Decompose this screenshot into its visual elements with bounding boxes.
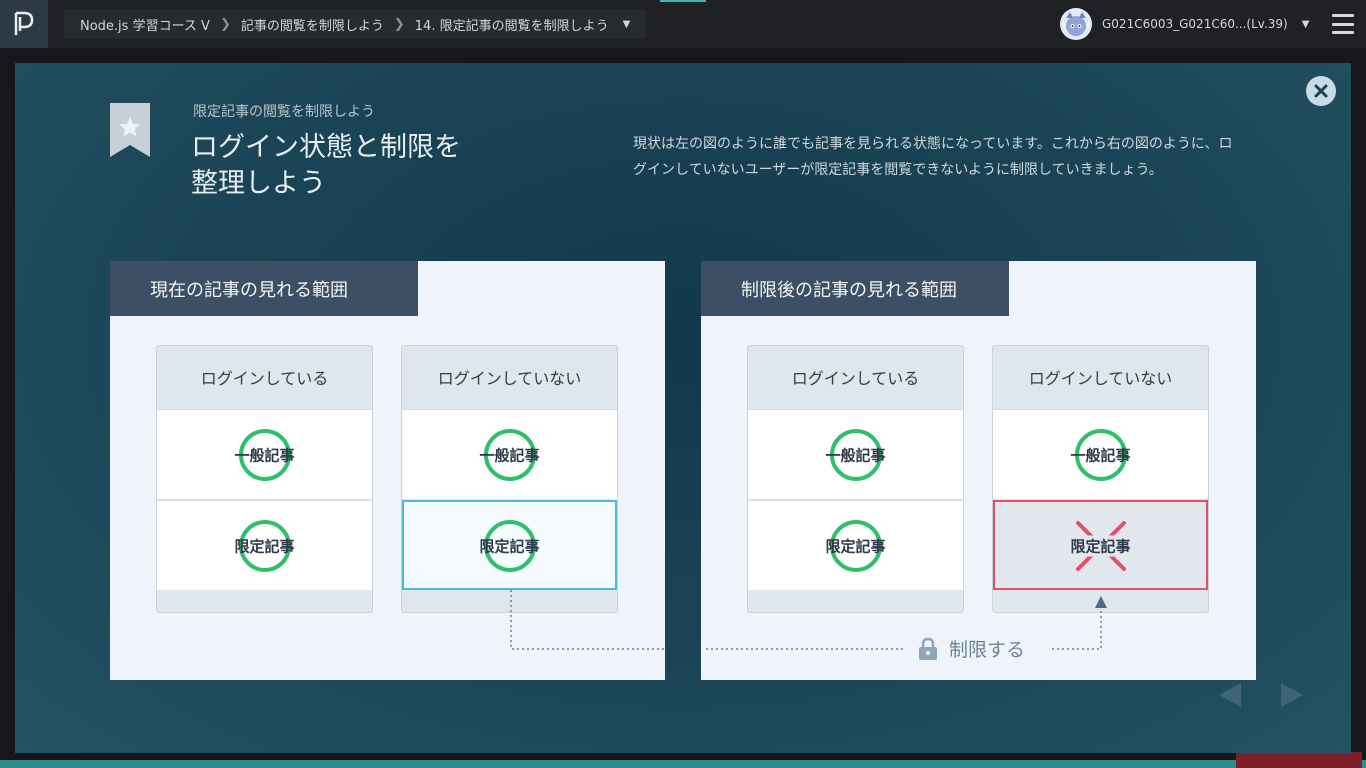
badge-label: 一般記事 <box>479 446 540 464</box>
caret-down-icon[interactable]: ▼ <box>1301 18 1310 30</box>
column-header: ログインしている <box>200 369 329 388</box>
slide-modal: 限定記事の閲覧を制限しよう ログイン状態と制限を 整理しよう 現状は左の図のよう… <box>15 63 1351 753</box>
ok-ring-icon <box>238 428 291 481</box>
badge-label: 一般記事 <box>825 446 886 464</box>
prev-slide-button[interactable] <box>1219 683 1241 707</box>
slide-title: ログイン状態と制限を 整理しよう <box>191 130 511 202</box>
column-logged-out: ログインしていない 一般記事 限定記事 <box>992 345 1209 613</box>
ok-badge: 一般記事 <box>825 428 886 482</box>
limited-article-cell: 限定記事 <box>157 500 372 590</box>
ok-ring-icon <box>829 428 882 481</box>
column-header: ログインしていない <box>437 369 582 388</box>
logo-icon <box>14 11 34 35</box>
general-article-cell: 一般記事 <box>748 409 963 499</box>
page-footer-bar <box>0 760 1366 768</box>
current-access-panel: 現在の記事の見れる範囲 ログインしている 一般記事 限定記事 ログインしていない <box>110 261 665 680</box>
panel-title: 制限後の記事の見れる範囲 <box>701 261 1009 316</box>
general-article-cell: 一般記事 <box>402 409 617 499</box>
close-icon <box>1314 84 1328 98</box>
user-name[interactable]: G021C6003_G021C60...(Lv.39) <box>1102 17 1288 31</box>
ok-ring-icon <box>483 519 536 572</box>
restrict-connector <box>510 590 1107 650</box>
ok-ring-icon <box>1074 428 1127 481</box>
app-logo[interactable] <box>0 0 48 48</box>
column-logged-in: ログインしている 一般記事 限定記事 <box>747 345 964 613</box>
next-slide-button[interactable] <box>1281 683 1303 707</box>
ok-badge: 一般記事 <box>479 428 540 482</box>
top-bar: Node.js 学習コース V ❯ 記事の閲覧を制限しよう ❯ 14. 限定記事… <box>0 0 1366 48</box>
panel-title: 現在の記事の見れる範囲 <box>110 261 418 316</box>
badge-label: 限定記事 <box>1068 535 1133 556</box>
ok-badge: 一般記事 <box>1070 428 1131 482</box>
chevron-right-icon: ❯ <box>219 16 231 32</box>
ok-ring-icon <box>238 519 291 572</box>
badge-label: 限定記事 <box>479 537 540 555</box>
breadcrumb: Node.js 学習コース V ❯ 記事の閲覧を制限しよう ❯ 14. 限定記事… <box>64 9 647 39</box>
column-header: ログインしていない <box>1028 369 1173 388</box>
restrict-label: 制限する <box>949 639 1026 661</box>
general-article-cell: 一般記事 <box>993 409 1208 499</box>
ok-ring-icon <box>829 519 882 572</box>
column-logged-out: ログインしていない 一般記事 限定記事 <box>401 345 618 613</box>
ok-badge: 一般記事 <box>234 428 295 482</box>
breadcrumb-lesson[interactable]: 14. 限定記事の閲覧を制限しよう <box>414 18 609 34</box>
restricted-access-panel: 制限後の記事の見れる範囲 ログインしている 一般記事 限定記事 ログインしていな… <box>701 261 1256 680</box>
breadcrumb-course[interactable]: Node.js 学習コース V <box>80 18 210 34</box>
limited-article-cell-highlighted: 限定記事 <box>402 500 617 590</box>
avatar[interactable] <box>1060 8 1092 40</box>
denied-badge: 限定記事 <box>1068 519 1133 573</box>
badge-label: 限定記事 <box>234 537 295 555</box>
column-header: ログインしている <box>791 369 920 388</box>
limited-article-cell-denied: 限定記事 <box>993 500 1208 590</box>
menu-icon[interactable] <box>1332 14 1354 34</box>
lock-icon <box>919 637 937 660</box>
ok-badge: 限定記事 <box>825 519 886 573</box>
caret-down-icon[interactable]: ▼ <box>622 18 631 30</box>
page-footer-button <box>1236 752 1362 768</box>
ok-ring-icon <box>483 428 536 481</box>
ok-badge: 限定記事 <box>479 519 540 573</box>
slide-subtitle: 限定記事の閲覧を制限しよう <box>193 104 375 120</box>
slide-description: 現状は左の図のように誰でも記事を見られる状態になっています。これから右の図のよう… <box>633 136 1233 178</box>
bookmark-star-icon <box>110 103 150 157</box>
chevron-right-icon: ❯ <box>393 16 405 32</box>
column-logged-in: ログインしている 一般記事 限定記事 <box>156 345 373 613</box>
close-button[interactable] <box>1306 76 1336 106</box>
user-menu[interactable]: G021C6003_G021C60...(Lv.39) ▼ <box>1060 8 1309 40</box>
restrict-label-group: 制限する <box>915 635 1025 662</box>
limited-article-cell: 限定記事 <box>748 500 963 590</box>
badge-label: 一般記事 <box>1070 446 1131 464</box>
avatar-icon <box>1066 12 1086 36</box>
badge-label: 限定記事 <box>825 537 886 555</box>
general-article-cell: 一般記事 <box>157 409 372 499</box>
ok-badge: 限定記事 <box>234 519 295 573</box>
top-accent <box>660 0 706 2</box>
breadcrumb-chapter[interactable]: 記事の閲覧を制限しよう <box>240 18 384 34</box>
slide-title-line1: ログイン状態と制限を <box>191 132 461 163</box>
slide-title-line2: 整理しよう <box>191 168 326 199</box>
badge-label: 一般記事 <box>234 446 295 464</box>
